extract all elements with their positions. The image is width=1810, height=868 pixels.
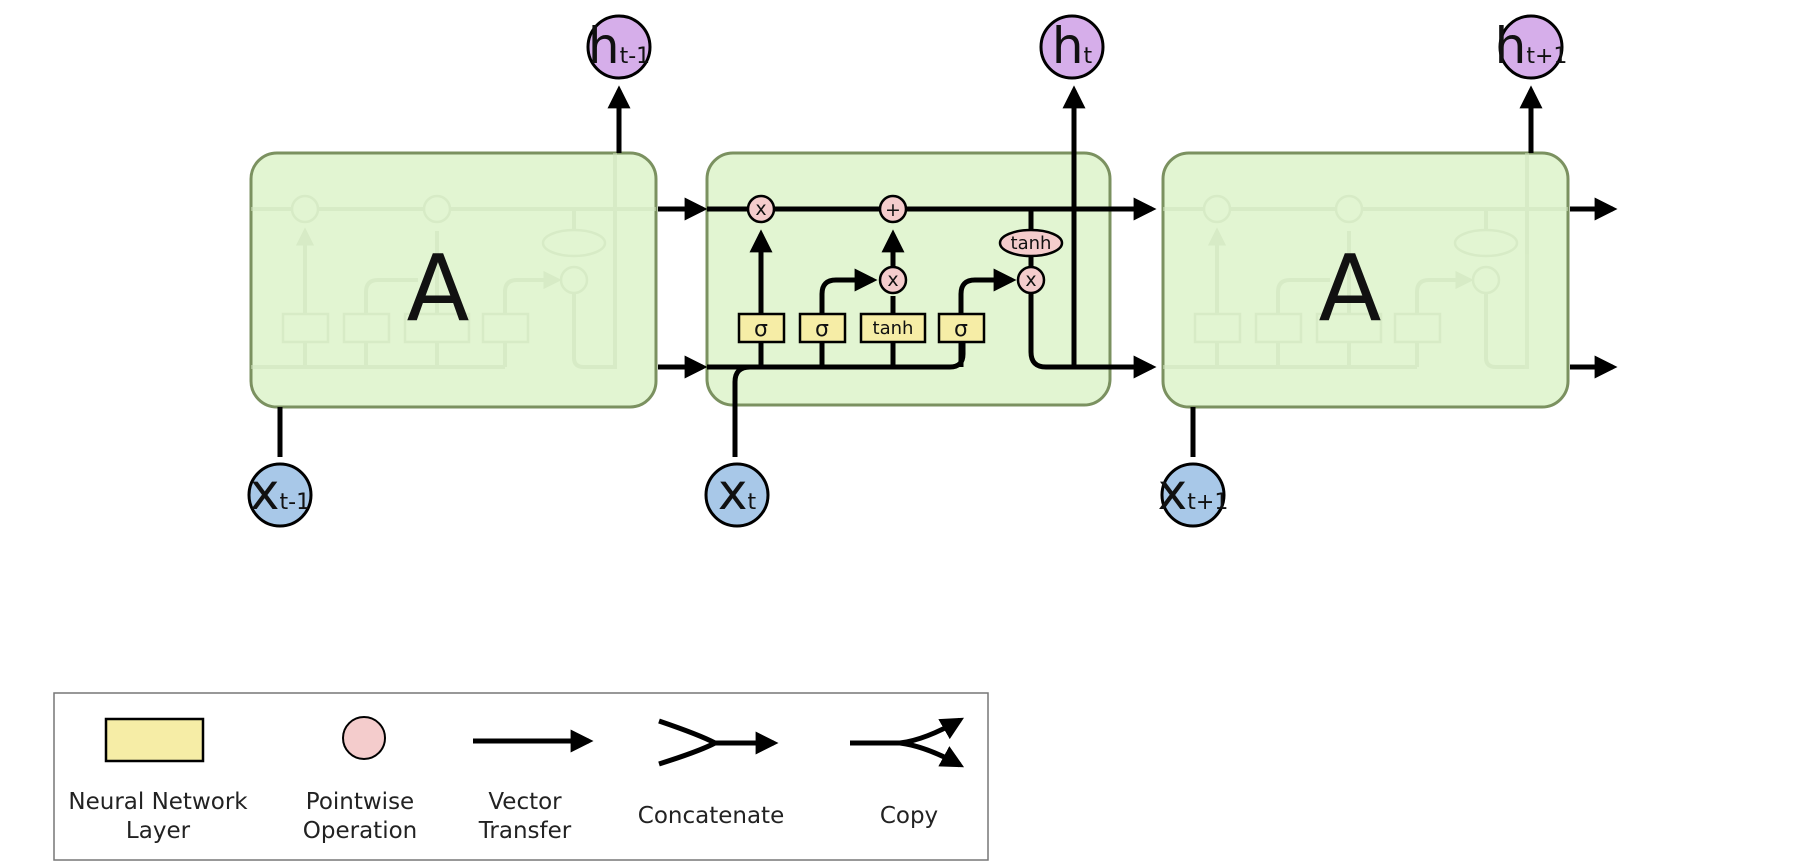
legend-vector-label-line1: Vector (488, 789, 562, 815)
input-node-x-t-sub: t (747, 490, 756, 515)
cell-left-faded-internals (251, 153, 656, 369)
output-node-h-t-plus-1-main: h (1495, 17, 1527, 75)
svg-text:ht+1: ht+1 (1495, 17, 1568, 75)
legend-layer-label-line1: Neural Network (68, 789, 248, 815)
svg-text:ht-1: ht-1 (588, 17, 650, 75)
input-node-x-t-minus-1-sub: t-1 (280, 490, 311, 515)
legend-layer-swatch (104, 717, 205, 763)
output-node-h-t-plus-1-sub: t+1 (1526, 44, 1567, 69)
op-forget-multiply: x (746, 194, 776, 224)
output-node-h-t-sub: t (1084, 44, 1093, 69)
op-cell-add-label: + (885, 199, 901, 221)
cell-right-faded-internals (1163, 153, 1568, 369)
legend-neural-network-layer: Neural Network Layer (68, 717, 248, 844)
op-forget-multiply-label: x (755, 198, 766, 220)
gate-output-sigma: σ (937, 312, 986, 344)
gate-forget-sigma: σ (737, 312, 786, 344)
legend-vector-transfer: Vector Transfer (473, 729, 594, 844)
output-node-h-t-plus-1: ht+1 (1495, 14, 1568, 80)
op-cell-add: + (878, 194, 908, 224)
cell-left: A (249, 151, 658, 409)
legend-layer-label-line2: Layer (126, 818, 191, 844)
legend-pointwise-label-line2: Operation (303, 818, 417, 844)
cell-right: A (1161, 151, 1570, 409)
output-node-h-t: ht (1039, 14, 1105, 80)
input-gate-arrow (819, 268, 878, 313)
gate-forget-sigma-label: σ (754, 317, 768, 342)
legend-concatenate-label: Concatenate (638, 803, 784, 829)
hidden-output-line (1028, 294, 1157, 379)
op-input-multiply: x (878, 265, 908, 295)
output-gate-arrow (958, 268, 1017, 313)
legend-copy: Copy (850, 717, 965, 829)
op-input-multiply-label: x (887, 269, 898, 291)
legend-vector-label-line2: Transfer (478, 818, 572, 844)
svg-text:xt: xt (718, 463, 757, 521)
input-node-x-t-minus-1: xt-1 (247, 462, 313, 528)
legend-concatenate: Concatenate (638, 718, 784, 829)
input-node-x-t: xt (704, 462, 770, 528)
op-output-multiply: x (1016, 265, 1046, 295)
legend-pointwise-label-line1: Pointwise (306, 789, 414, 815)
input-node-x-t-main: x (718, 463, 748, 521)
cell-left-label: A (407, 235, 470, 342)
output-node-h-t-minus-1: ht-1 (586, 14, 652, 80)
gate-candidate-tanh-label: tanh (873, 318, 914, 339)
gate-input-sigma-label: σ (815, 317, 829, 342)
cell-right-label: A (1319, 235, 1382, 342)
input-node-x-t-minus-1-main: x (250, 463, 280, 521)
legend-copy-label: Copy (880, 803, 938, 829)
op-cell-tanh-label: tanh (1011, 233, 1052, 254)
input-feed-line (732, 364, 751, 457)
gate-output-sigma-label: σ (954, 317, 968, 342)
svg-text:ht: ht (1052, 17, 1093, 75)
legend: Neural Network Layer Pointwise Operation… (53, 692, 989, 861)
svg-text:xt-1: xt-1 (250, 463, 310, 521)
legend-pointwise-swatch (342, 716, 386, 760)
op-cell-tanh: tanh (998, 228, 1064, 258)
gate-input-sigma: σ (798, 312, 847, 344)
input-node-x-t-plus-1-main: x (1158, 463, 1188, 521)
output-node-h-t-minus-1-main: h (588, 17, 620, 75)
svg-text:xt+1: xt+1 (1158, 463, 1229, 521)
input-node-x-t-plus-1-sub: t+1 (1187, 490, 1228, 515)
cell-middle: σ σ tanh σ x + x tanh (705, 85, 1157, 457)
input-node-x-t-plus-1: xt+1 (1158, 462, 1229, 528)
gate-candidate-tanh: tanh (859, 312, 927, 344)
legend-pointwise-operation: Pointwise Operation (303, 716, 417, 844)
output-node-h-t-minus-1-sub: t-1 (620, 44, 651, 69)
output-node-h-t-main: h (1052, 17, 1084, 75)
op-output-multiply-label: x (1025, 269, 1036, 291)
